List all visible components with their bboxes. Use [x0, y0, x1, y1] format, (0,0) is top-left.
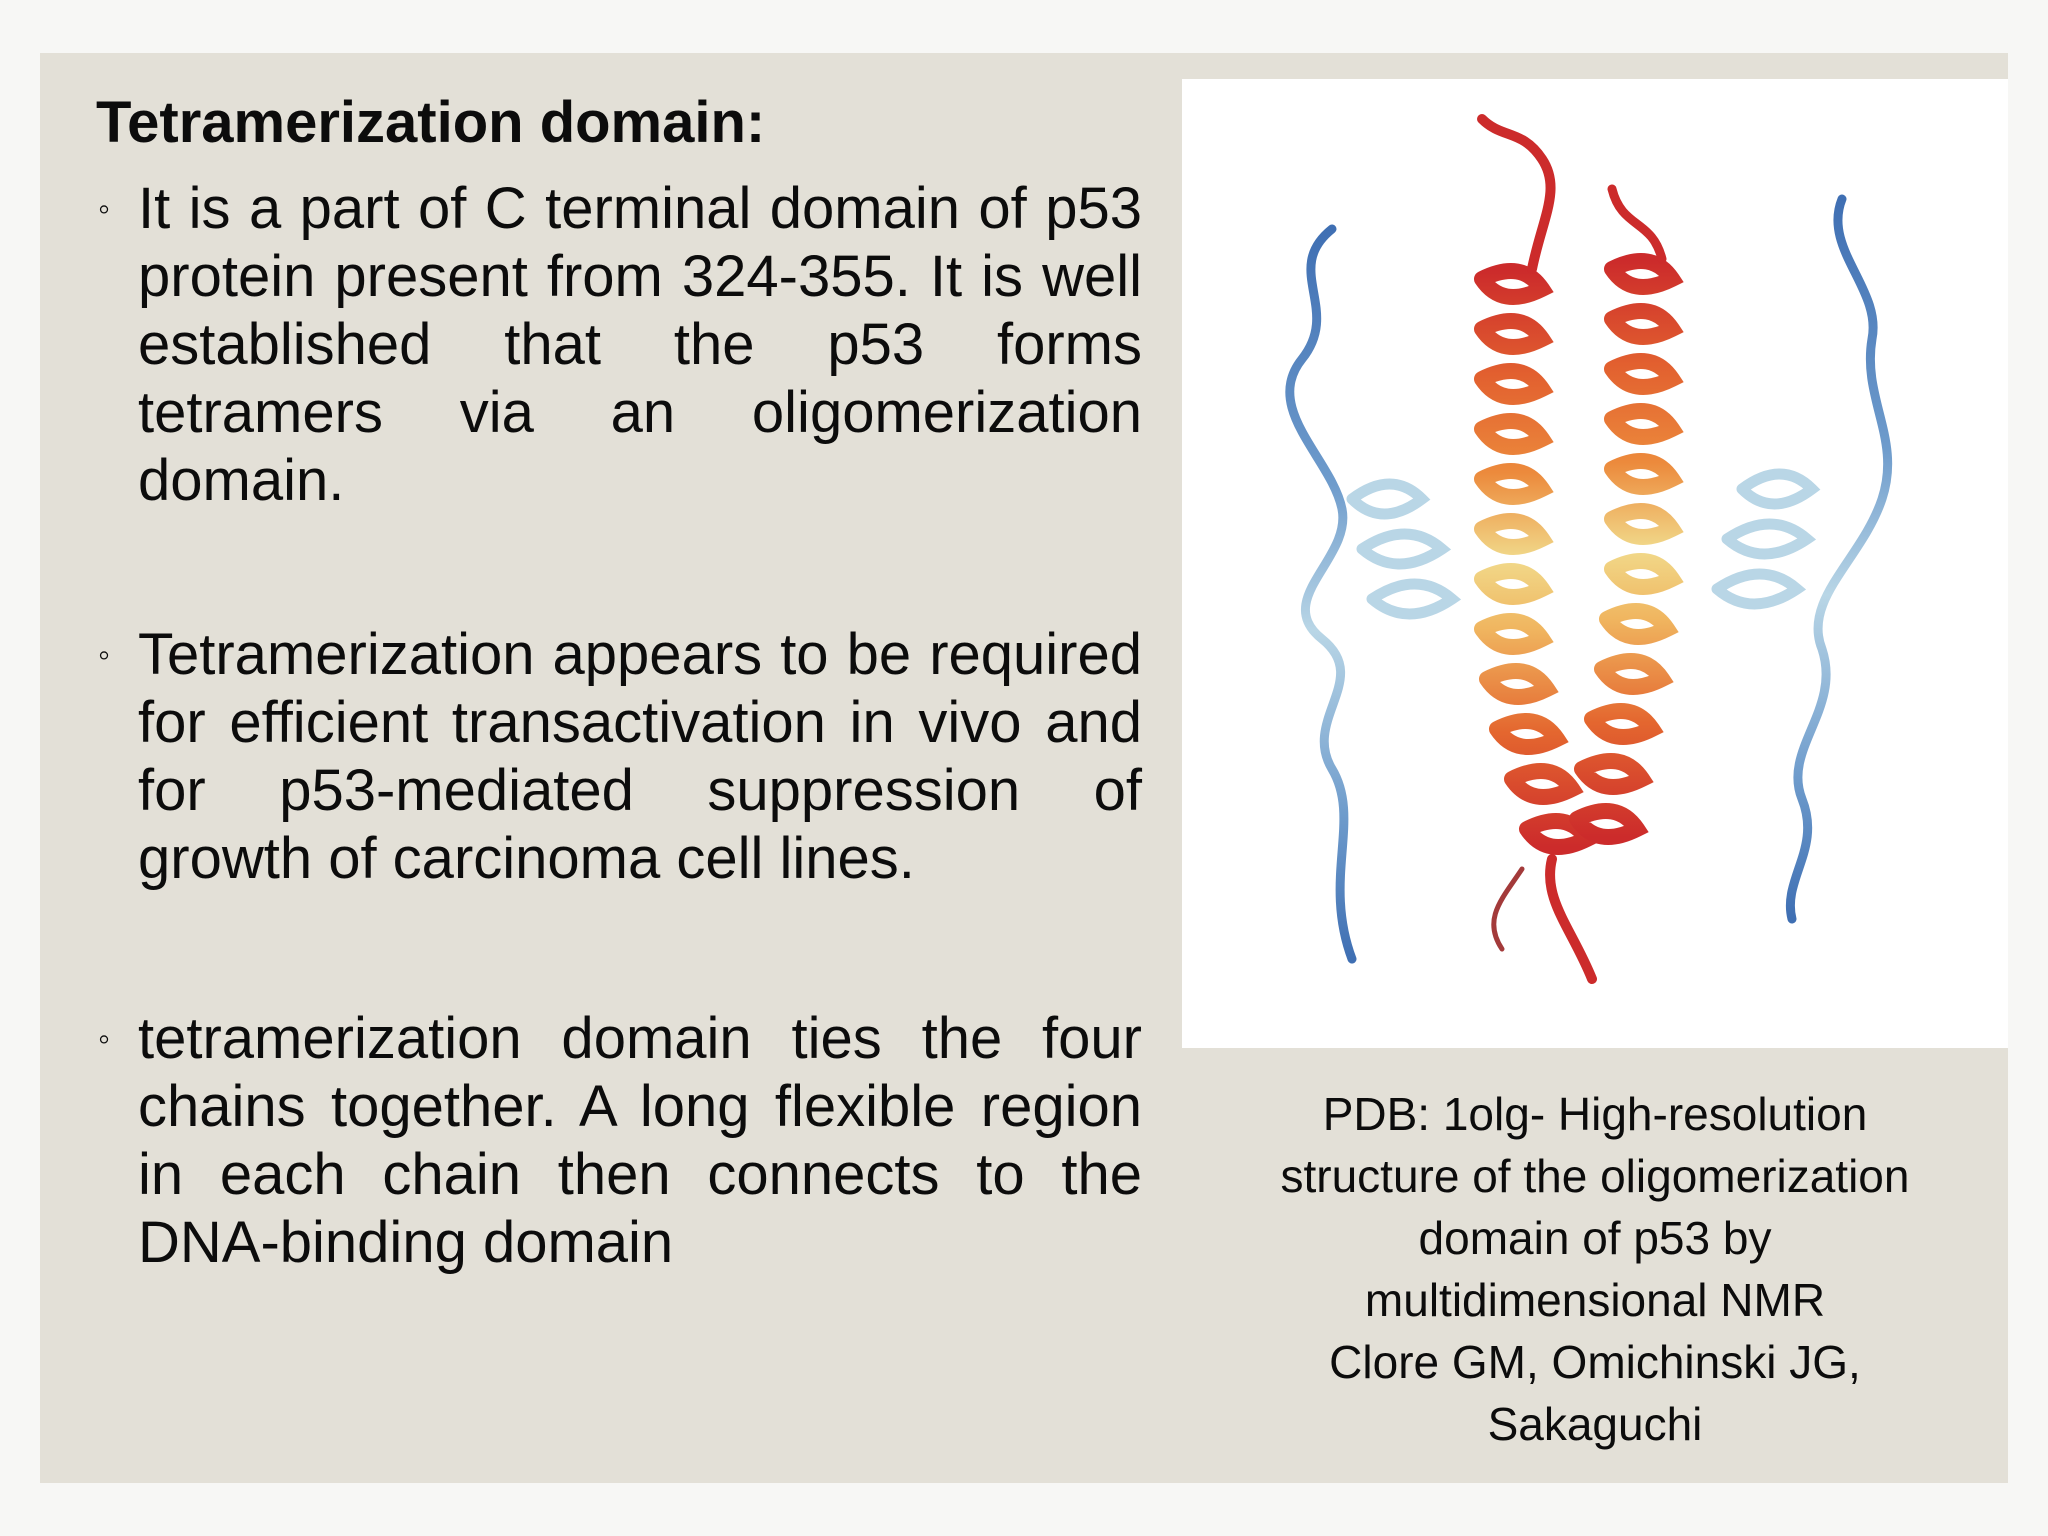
caption-line: Clore GM, Omichinski JG, — [1329, 1336, 1861, 1388]
bullet-text: tetramerization domain ties the four cha… — [138, 1006, 1142, 1275]
bullet-item: ◦ It is a part of C terminal domain of p… — [96, 175, 1142, 515]
caption-line: multidimensional NMR — [1364, 1274, 1826, 1326]
bullet-text: It is a part of C terminal domain of p53… — [138, 176, 1142, 513]
slide-title: Tetramerization domain: — [96, 90, 766, 155]
caption-line: structure of the oligomerization — [1280, 1150, 1910, 1202]
bullet-item: ◦ tetramerization domain ties the four c… — [96, 1005, 1142, 1277]
bullet-marker-icon: ◦ — [98, 190, 111, 228]
bullet-marker-icon: ◦ — [98, 636, 111, 674]
bullet-list: ◦ It is a part of C terminal domain of p… — [96, 175, 1142, 1277]
bullet-item: ◦ Tetramerization appears to be required… — [96, 621, 1142, 893]
protein-ribbon-structure-icon — [1285, 114, 1893, 984]
caption-line: PDB: 1olg- High-resolution — [1322, 1088, 1868, 1140]
caption-line: domain of p53 by — [1418, 1212, 1772, 1264]
protein-structure-image — [1182, 79, 2008, 1048]
figure-caption: PDB: 1olg- High-resolution structure of … — [1182, 1083, 2008, 1455]
slide: Tetramerization domain: ◦ It is a part o… — [40, 53, 2008, 1483]
bullet-text: Tetramerization appears to be required f… — [138, 622, 1142, 891]
bullet-marker-icon: ◦ — [98, 1020, 111, 1058]
caption-line: Sakaguchi — [1487, 1398, 1703, 1450]
